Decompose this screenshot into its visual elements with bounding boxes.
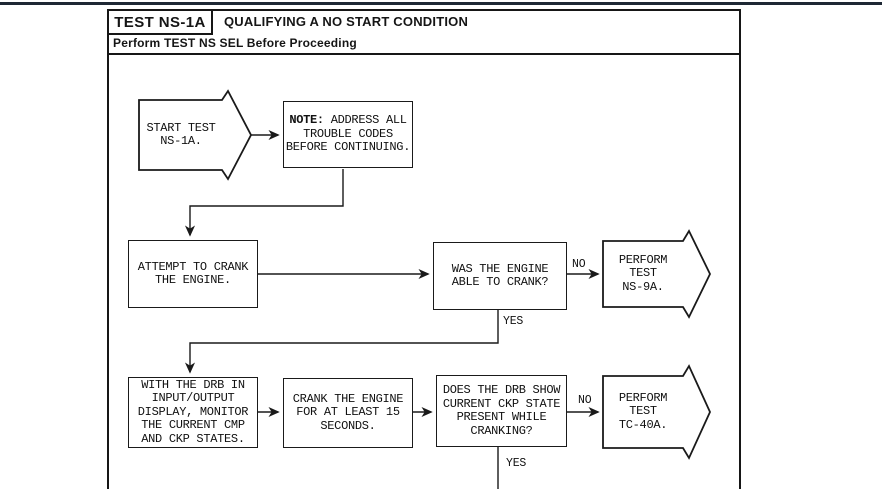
perform-ns9a-shape	[602, 229, 712, 319]
perform-tc40a-text: PERFORM TEST TC-40A.	[618, 390, 668, 432]
node-does-drb-text: DOES THE DRB SHOW CURRENT CKP STATE PRES…	[442, 383, 561, 438]
test-id-label: TEST NS-1A	[114, 13, 206, 31]
branch-label-no-1: NO	[572, 258, 586, 271]
note-text: ADDRESS ALL TROUBLE CODES BEFORE CONTINU…	[285, 113, 411, 155]
connector-note-to-attempt	[184, 169, 344, 237]
node-was-engine-text: WAS THE ENGINE ABLE TO CRANK?	[451, 261, 549, 289]
branch-label-no-2: NO	[578, 394, 592, 407]
branch-label-yes-2: YES	[506, 457, 527, 470]
connector-was-yes-to-drb	[184, 310, 499, 374]
node-drb-monitor-text: WITH THE DRB IN INPUT/OUTPUT DISPLAY, MO…	[137, 377, 249, 446]
test-id-box: TEST NS-1A	[107, 9, 213, 35]
top-rule-divider	[0, 2, 882, 5]
node-attempt-crank: ATTEMPT TO CRANK THE ENGINE.	[128, 240, 258, 308]
start-node-shape	[138, 89, 253, 181]
node-drb-monitor: WITH THE DRB IN INPUT/OUTPUT DISPLAY, MO…	[128, 377, 258, 448]
node-note: NOTE: ADDRESS ALL TROUBLE CODES BEFORE C…	[283, 101, 413, 168]
header-divider	[107, 53, 741, 55]
perform-ns9a-node: PERFORM TEST NS-9A.	[603, 241, 683, 307]
node-attempt-text: ATTEMPT TO CRANK THE ENGINE.	[137, 259, 249, 287]
perform-tc40a-shape	[602, 364, 711, 460]
node-does-drb-show-ckp: DOES THE DRB SHOW CURRENT CKP STATE PRES…	[436, 375, 567, 447]
note-text-wrap: NOTE: ADDRESS ALL TROUBLE CODES BEFORE C…	[285, 113, 411, 155]
node-was-engine-able-to-crank: WAS THE ENGINE ABLE TO CRANK?	[433, 242, 567, 310]
branch-label-yes-1: YES	[503, 315, 524, 328]
start-node: START TEST NS-1A.	[140, 100, 222, 170]
start-node-text: START TEST NS-1A.	[146, 120, 216, 148]
perform-ns9a-text: PERFORM TEST NS-9A.	[618, 252, 668, 294]
note-label: NOTE:	[289, 113, 324, 128]
page-title: QUALIFYING A NO START CONDITION	[224, 14, 469, 29]
node-crank-15-seconds: CRANK THE ENGINE FOR AT LEAST 15 SECONDS…	[283, 378, 413, 448]
page-subtitle: Perform TEST NS SEL Before Proceeding	[113, 36, 357, 50]
perform-tc40a-node: PERFORM TEST TC-40A.	[603, 376, 683, 448]
node-crank-15s-text: CRANK THE ENGINE FOR AT LEAST 15 SECONDS…	[292, 391, 404, 433]
